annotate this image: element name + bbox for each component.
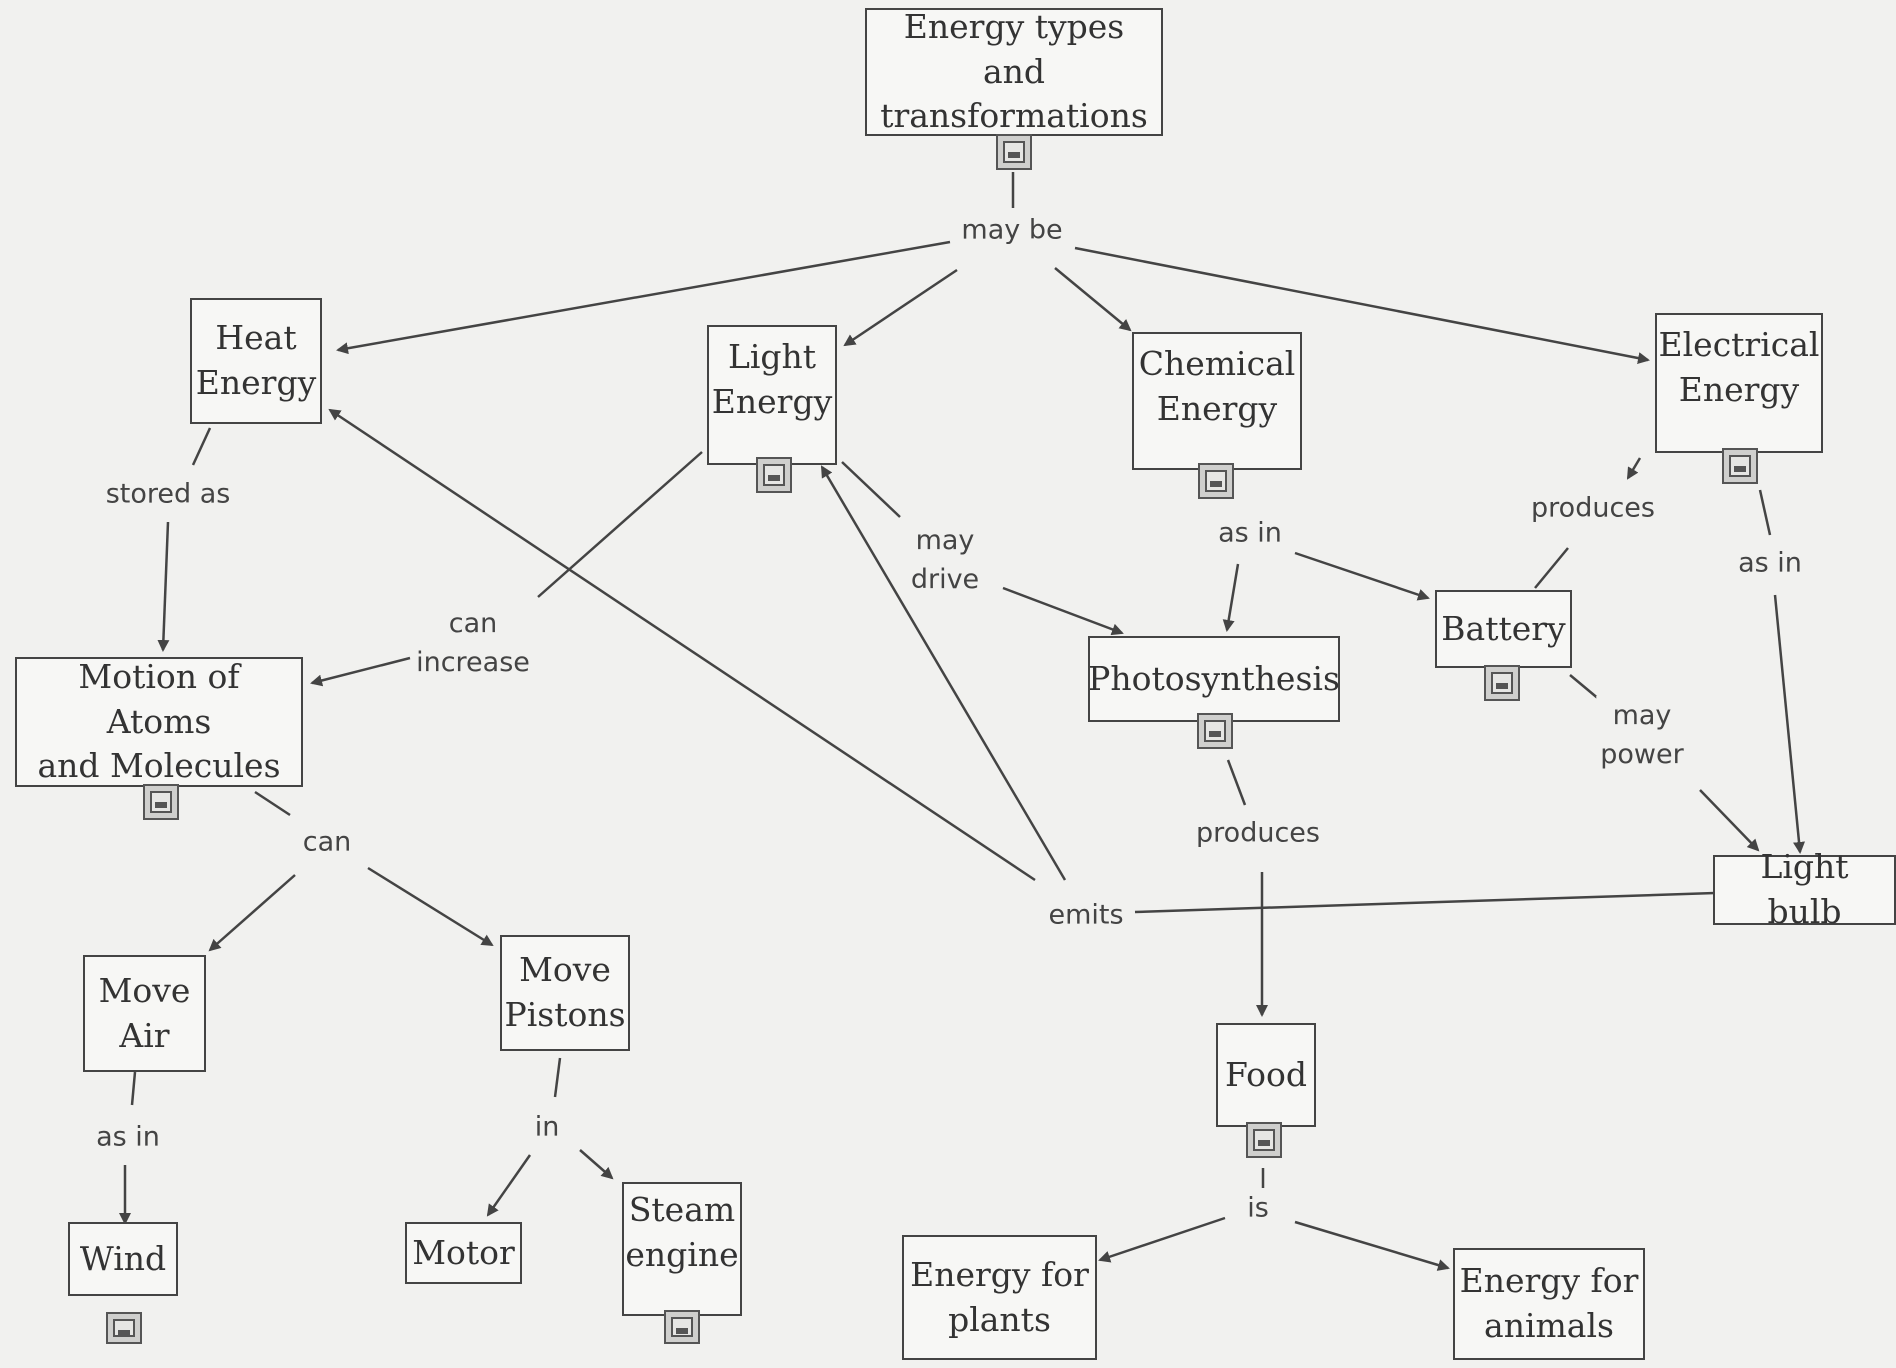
connector-maypower-bulb — [1699, 789, 1760, 852]
node-food[interactable]: Food — [1216, 1023, 1316, 1127]
image-attachment-icon[interactable] — [1246, 1122, 1282, 1158]
link-label-may-drive: may drive — [906, 520, 984, 600]
connector-moveair-asin — [130, 1071, 137, 1106]
link-label-produces-battery: produces — [1527, 488, 1659, 528]
connector-canincrease-motion — [310, 656, 411, 687]
connector-electrical-produces — [1626, 457, 1642, 480]
connector-asin-photo — [1222, 563, 1240, 632]
connector-heat-storedas — [191, 427, 212, 466]
node-wind[interactable]: Wind — [68, 1222, 178, 1296]
connector-motion-can — [254, 790, 291, 817]
connector-is-animals — [1294, 1220, 1450, 1271]
link-label-stored-as: stored as — [101, 474, 235, 514]
connector-asin-bulb — [1773, 594, 1806, 854]
node-energy-animals[interactable]: Energy for animals — [1453, 1248, 1645, 1360]
connector-photo-produces — [1226, 759, 1247, 806]
image-attachment-icon[interactable] — [1484, 665, 1520, 701]
link-label-may-be: may be — [957, 210, 1067, 250]
connector-maybe-electrical — [1074, 246, 1650, 364]
node-steam-engine[interactable]: Steam engine — [622, 1182, 742, 1316]
connector-emits-heat — [328, 408, 1036, 882]
connector-bulb-emits — [1134, 891, 1716, 914]
link-label-produces-photosynthesis: produces — [1192, 813, 1324, 853]
node-chemical-energy[interactable]: Chemical Energy — [1132, 332, 1302, 470]
node-motor[interactable]: Motor — [405, 1222, 522, 1284]
node-motion-atoms[interactable]: Motion of Atoms and Molecules — [15, 657, 303, 787]
connector-in-motor — [486, 1154, 532, 1217]
connector-can-moveair — [208, 874, 296, 952]
image-attachment-icon[interactable] — [756, 457, 792, 493]
connector-maybe-chemical — [1054, 267, 1132, 332]
image-attachment-icon[interactable] — [1722, 448, 1758, 484]
node-energy-types[interactable]: Energy types and transformations — [865, 7, 1163, 136]
node-move-air[interactable]: Move Air — [83, 955, 206, 1072]
link-label-in: in — [530, 1107, 564, 1147]
link-label-is: is — [1243, 1188, 1273, 1228]
connector-light-maydrive — [841, 461, 901, 518]
link-label-as-in-air: as in — [92, 1117, 164, 1157]
image-attachment-icon[interactable] — [996, 134, 1032, 170]
connector-movepistons-in — [553, 1057, 562, 1098]
connector-produces-battery — [1534, 547, 1569, 589]
node-battery[interactable]: Battery — [1435, 590, 1572, 668]
link-label-as-in-electrical: as in — [1734, 543, 1806, 583]
link-label-can: can — [298, 822, 356, 862]
link-label-can-increase: can increase — [412, 603, 534, 683]
image-attachment-icon[interactable] — [1198, 463, 1234, 499]
node-light-bulb[interactable]: Light bulb — [1713, 847, 1896, 931]
connector-electrical-asin — [1758, 489, 1772, 536]
image-attachment-icon[interactable] — [1197, 713, 1233, 749]
node-move-pistons[interactable]: Move Pistons — [500, 935, 630, 1051]
connector-maybe-heat — [336, 240, 951, 355]
image-attachment-icon[interactable] — [143, 784, 179, 820]
connector-battery-maypower — [1569, 674, 1601, 701]
connector-in-steam — [579, 1149, 614, 1180]
connector-emits-light — [820, 465, 1067, 881]
connector-can-movepistons — [367, 866, 494, 947]
node-light-energy[interactable]: Light Energy — [707, 325, 837, 465]
link-label-emits: emits — [1044, 895, 1128, 935]
connector-is-plants — [1098, 1216, 1226, 1263]
image-attachment-icon[interactable] — [106, 1312, 142, 1344]
connector-maydrive-photo — [1002, 586, 1124, 636]
node-energy-plants[interactable]: Energy for plants — [902, 1235, 1097, 1360]
link-label-may-power: may power — [1596, 695, 1688, 775]
connector-asin-battery — [1294, 551, 1430, 601]
connector-light-canincrease — [537, 451, 703, 598]
connector-storedas-motion — [157, 521, 170, 652]
image-attachment-icon[interactable] — [664, 1310, 700, 1344]
node-photosynthesis[interactable]: Photosynthesis — [1088, 636, 1340, 722]
connector-maybe-light — [843, 268, 958, 347]
node-heat-energy[interactable]: Heat Energy — [190, 298, 322, 424]
link-label-as-in-chemical: as in — [1214, 513, 1286, 553]
node-electrical-energy[interactable]: Electrical Energy — [1655, 313, 1823, 453]
